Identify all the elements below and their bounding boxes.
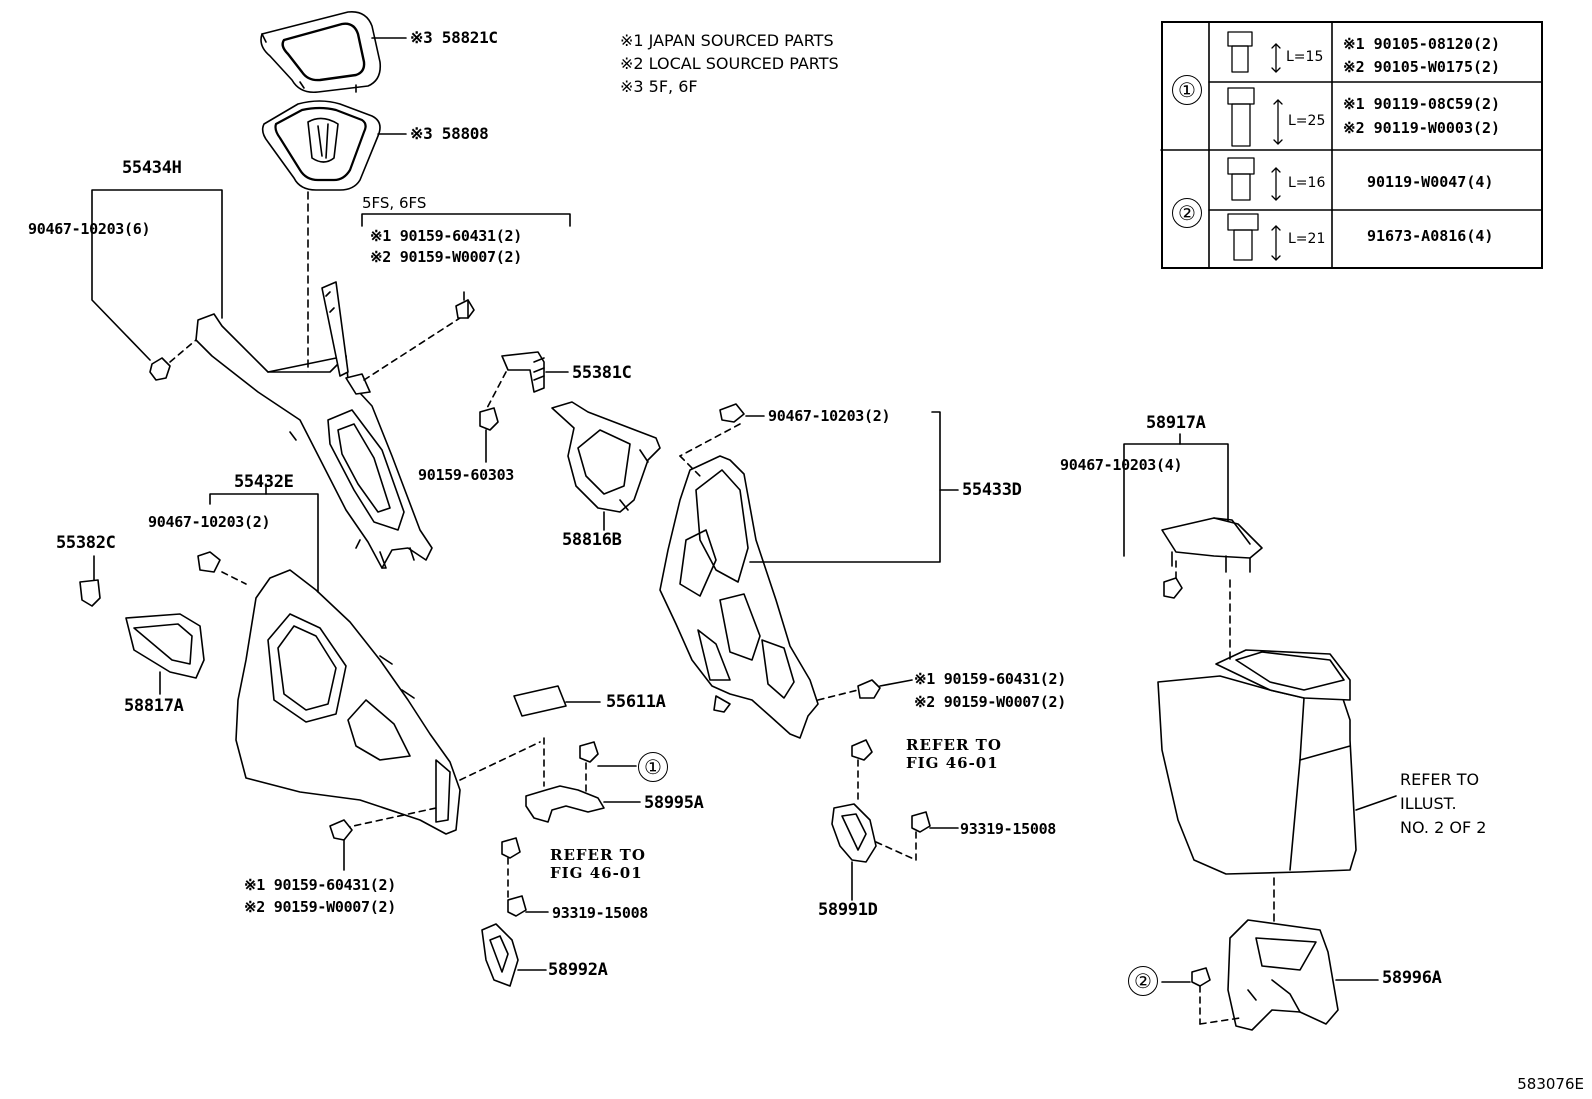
label-58917a: 58917A [1146, 413, 1206, 433]
label-refer-left-1: REFER TO [550, 846, 646, 864]
screw-60303 [479, 407, 499, 431]
row1-line1: ※1 90105-08120(2) [1343, 35, 1501, 53]
bolt-sketch-2 [1227, 87, 1283, 147]
fastener-spec-table: ① ② L=15 L=25 L=16 L=21 ※1 90105-08120(2… [1161, 21, 1543, 269]
clip-mid-right [719, 403, 745, 423]
label-55382c: 55382C [56, 533, 116, 553]
label-55611a: 55611A [606, 692, 666, 712]
table-symbol-2: ② [1172, 198, 1202, 228]
bracket-58917a [1123, 443, 1229, 557]
label-55433d: 55433D [962, 480, 1022, 500]
bracket-55433d [749, 411, 941, 563]
label-58821c: ※3 58821C [410, 28, 498, 47]
label-90467-4: 90467-10203(4) [1060, 456, 1183, 474]
label-90467-2-mid: 90467-10203(2) [768, 407, 891, 425]
row1-line2: ※2 90105-W0175(2) [1343, 58, 1501, 76]
clip-55381c [501, 351, 545, 393]
callout-circle-2: ② [1128, 966, 1158, 996]
bolt-93319-left [507, 895, 527, 917]
label-v1-60431-right: ※1 90159-60431(2) [914, 670, 1066, 688]
label-58996a: 58996A [1382, 968, 1442, 988]
bracket-5fs [361, 213, 571, 227]
clip-left-top [149, 357, 171, 381]
bracket-58995a [525, 785, 605, 823]
clip-left-mid [197, 551, 221, 573]
cover-58816b [551, 401, 661, 513]
side-panel-55433d [659, 455, 819, 739]
len-row4: L=21 [1288, 231, 1326, 247]
shift-bezel-58821c [260, 10, 382, 94]
bolt-refer-left [501, 837, 521, 859]
bolt-circle2 [1191, 967, 1211, 987]
screw-bottom [329, 819, 353, 841]
callout-circle-1: ① [638, 752, 668, 782]
cover-55611a [513, 685, 567, 717]
console-upper-panel-55434h [195, 281, 433, 569]
label-58808: ※3 58808 [410, 124, 489, 143]
label-55434h: 55434H [122, 158, 182, 178]
table-symbol-1: ① [1172, 75, 1202, 105]
screw-top [455, 299, 475, 319]
bracket-58991d [831, 803, 877, 863]
label-55381c: 55381C [572, 363, 632, 383]
len-row3: L=16 [1288, 175, 1326, 191]
label-v2-w0007-right: ※2 90159-W0007(2) [914, 693, 1066, 711]
label-58995a: 58995A [644, 793, 704, 813]
clip-55382c [79, 579, 101, 607]
row2-line1: ※1 90119-08C59(2) [1343, 95, 1501, 113]
label-90467-6: 90467-10203(6) [28, 220, 151, 238]
label-refer-right-1: REFER TO [906, 736, 1002, 754]
bolt-sketch-1 [1227, 31, 1281, 73]
label-55432e: 55432E [234, 472, 294, 492]
bracket-55432e [209, 493, 319, 593]
len-row2: L=25 [1288, 113, 1326, 129]
bolt-circle1 [579, 741, 599, 763]
label-illust-3: NO. 2 OF 2 [1400, 818, 1487, 837]
spec-table-lines [1160, 21, 1543, 269]
diagram-code: 583076E [1517, 1075, 1584, 1093]
bracket-58996a [1227, 919, 1339, 1031]
bracket-55434h [91, 189, 223, 361]
label-58816b: 58816B [562, 530, 622, 550]
bolt-93319-right [911, 811, 931, 833]
label-58992a: 58992A [548, 960, 608, 980]
bracket-58992a [481, 923, 519, 987]
pocket-58817a [125, 613, 205, 679]
label-v2-w0007-top: ※2 90159-W0007(2) [370, 248, 522, 266]
label-illust-1: REFER TO [1400, 770, 1480, 789]
label-90159-60303: 90159-60303 [418, 466, 515, 484]
side-panel-55432e [235, 569, 461, 835]
row2-line2: ※2 90119-W0003(2) [1343, 119, 1501, 137]
bolt-sketch-4 [1227, 213, 1281, 261]
label-illust-2: ILLUST. [1400, 794, 1457, 813]
note-local-sourced: ※2 LOCAL SOURCED PARTS [620, 54, 839, 73]
label-90467-2-left: 90467-10203(2) [148, 513, 271, 531]
dash-screw-top [363, 317, 461, 381]
row3-line1: 90119-W0047(4) [1367, 173, 1494, 191]
bracket-plate-58917a [1161, 517, 1263, 573]
armrest [1157, 649, 1357, 875]
label-58817a: 58817A [124, 696, 184, 716]
note-5f-6f: ※3 5F, 6F [620, 77, 698, 96]
screw-right [857, 679, 881, 699]
label-v2-w0007-bottom: ※2 90159-W0007(2) [244, 898, 396, 916]
label-93319-left: 93319-15008 [552, 904, 649, 922]
label-refer-left-2: FIG 46-01 [550, 864, 643, 882]
label-93319-right: 93319-15008 [960, 820, 1057, 838]
note-japan-sourced: ※1 JAPAN SOURCED PARTS [620, 31, 834, 50]
row4-line1: 91673-A0816(4) [1367, 227, 1494, 245]
len-row1: L=15 [1286, 49, 1324, 65]
bolt-sketch-3 [1227, 157, 1281, 201]
label-v1-60431-top: ※1 90159-60431(2) [370, 227, 522, 245]
label-5fs-6fs: 5FS, 6FS [362, 194, 427, 212]
shift-boot-58808 [261, 100, 381, 191]
bolt-refer-right [851, 739, 873, 761]
label-refer-right-2: FIG 46-01 [906, 754, 999, 772]
label-58991d: 58991D [818, 900, 878, 920]
label-v1-60431-bottom: ※1 90159-60431(2) [244, 876, 396, 894]
clip-58917a [1163, 577, 1183, 599]
